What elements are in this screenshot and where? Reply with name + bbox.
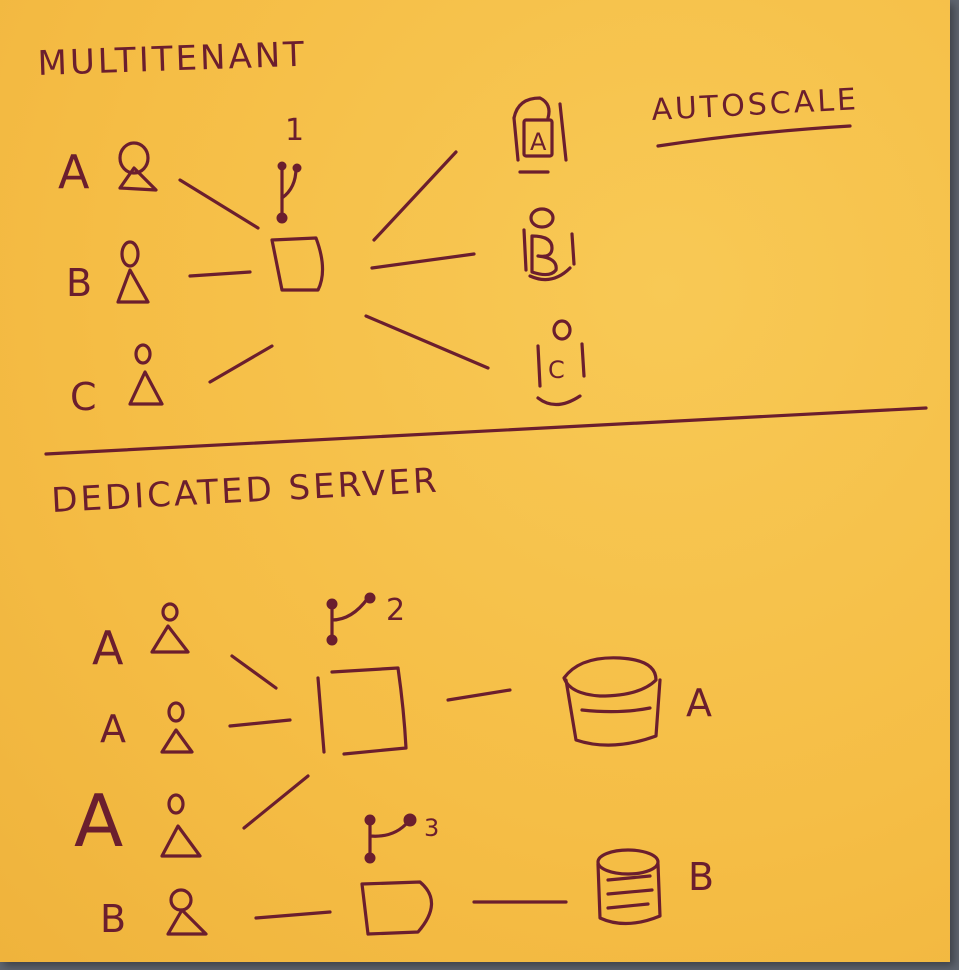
autoscale-label: AUTOSCALE (651, 82, 860, 128)
ds-db-label-a: A (686, 681, 712, 725)
mt-db-label-a: A (530, 128, 547, 156)
ds-tenant-label-a2: A (100, 707, 126, 751)
ds-link-a3 (242, 774, 310, 830)
ds-tenant-label-a3: A (74, 779, 123, 863)
mt-db-label-c: C (548, 356, 565, 384)
server-icon (270, 236, 325, 292)
user-icon (128, 343, 164, 406)
mt-tenant-label-c: C (70, 375, 97, 419)
user-icon (118, 141, 158, 192)
repo-number-3: 3 (424, 814, 439, 842)
user-icon (160, 701, 194, 754)
dedicated-title: DEDICATED SERVER (50, 461, 440, 521)
autoscale-underline (656, 124, 852, 148)
ds-db-label-b: B (688, 855, 714, 899)
database-icon (512, 96, 568, 174)
server-icon (316, 666, 408, 756)
git-branch-icon (276, 161, 302, 224)
section-divider (44, 406, 928, 456)
ds-link-a1 (230, 654, 278, 690)
database-icon (522, 207, 576, 282)
multitenant-title: MULTITENANT (37, 35, 308, 84)
user-icon (116, 240, 150, 304)
database-icon (536, 319, 586, 407)
mt-link-db-c (364, 314, 490, 370)
repo-number-2: 2 (386, 593, 405, 628)
mt-link-a (178, 178, 260, 230)
database-icon (596, 848, 662, 926)
ds-link-b (254, 910, 332, 920)
mt-tenant-label-b: B (66, 261, 92, 305)
ds-link-a2 (228, 718, 292, 728)
ds-tenant-label-a1: A (92, 621, 124, 675)
ds-tenant-label-b: B (100, 897, 126, 941)
database-icon (562, 656, 662, 747)
git-branch-icon (364, 813, 417, 864)
mt-link-c (208, 344, 274, 384)
git-branch-icon (326, 592, 376, 646)
user-icon (160, 793, 202, 858)
mt-link-db-b (370, 252, 476, 270)
user-icon (150, 602, 190, 654)
user-icon (166, 888, 208, 936)
server-icon (360, 880, 434, 936)
mt-link-db-a (372, 150, 458, 242)
mt-tenant-label-a: A (58, 145, 90, 199)
repo-number-1: 1 (285, 113, 304, 148)
ds-link-db-a (446, 688, 512, 702)
mt-link-b (188, 270, 252, 278)
